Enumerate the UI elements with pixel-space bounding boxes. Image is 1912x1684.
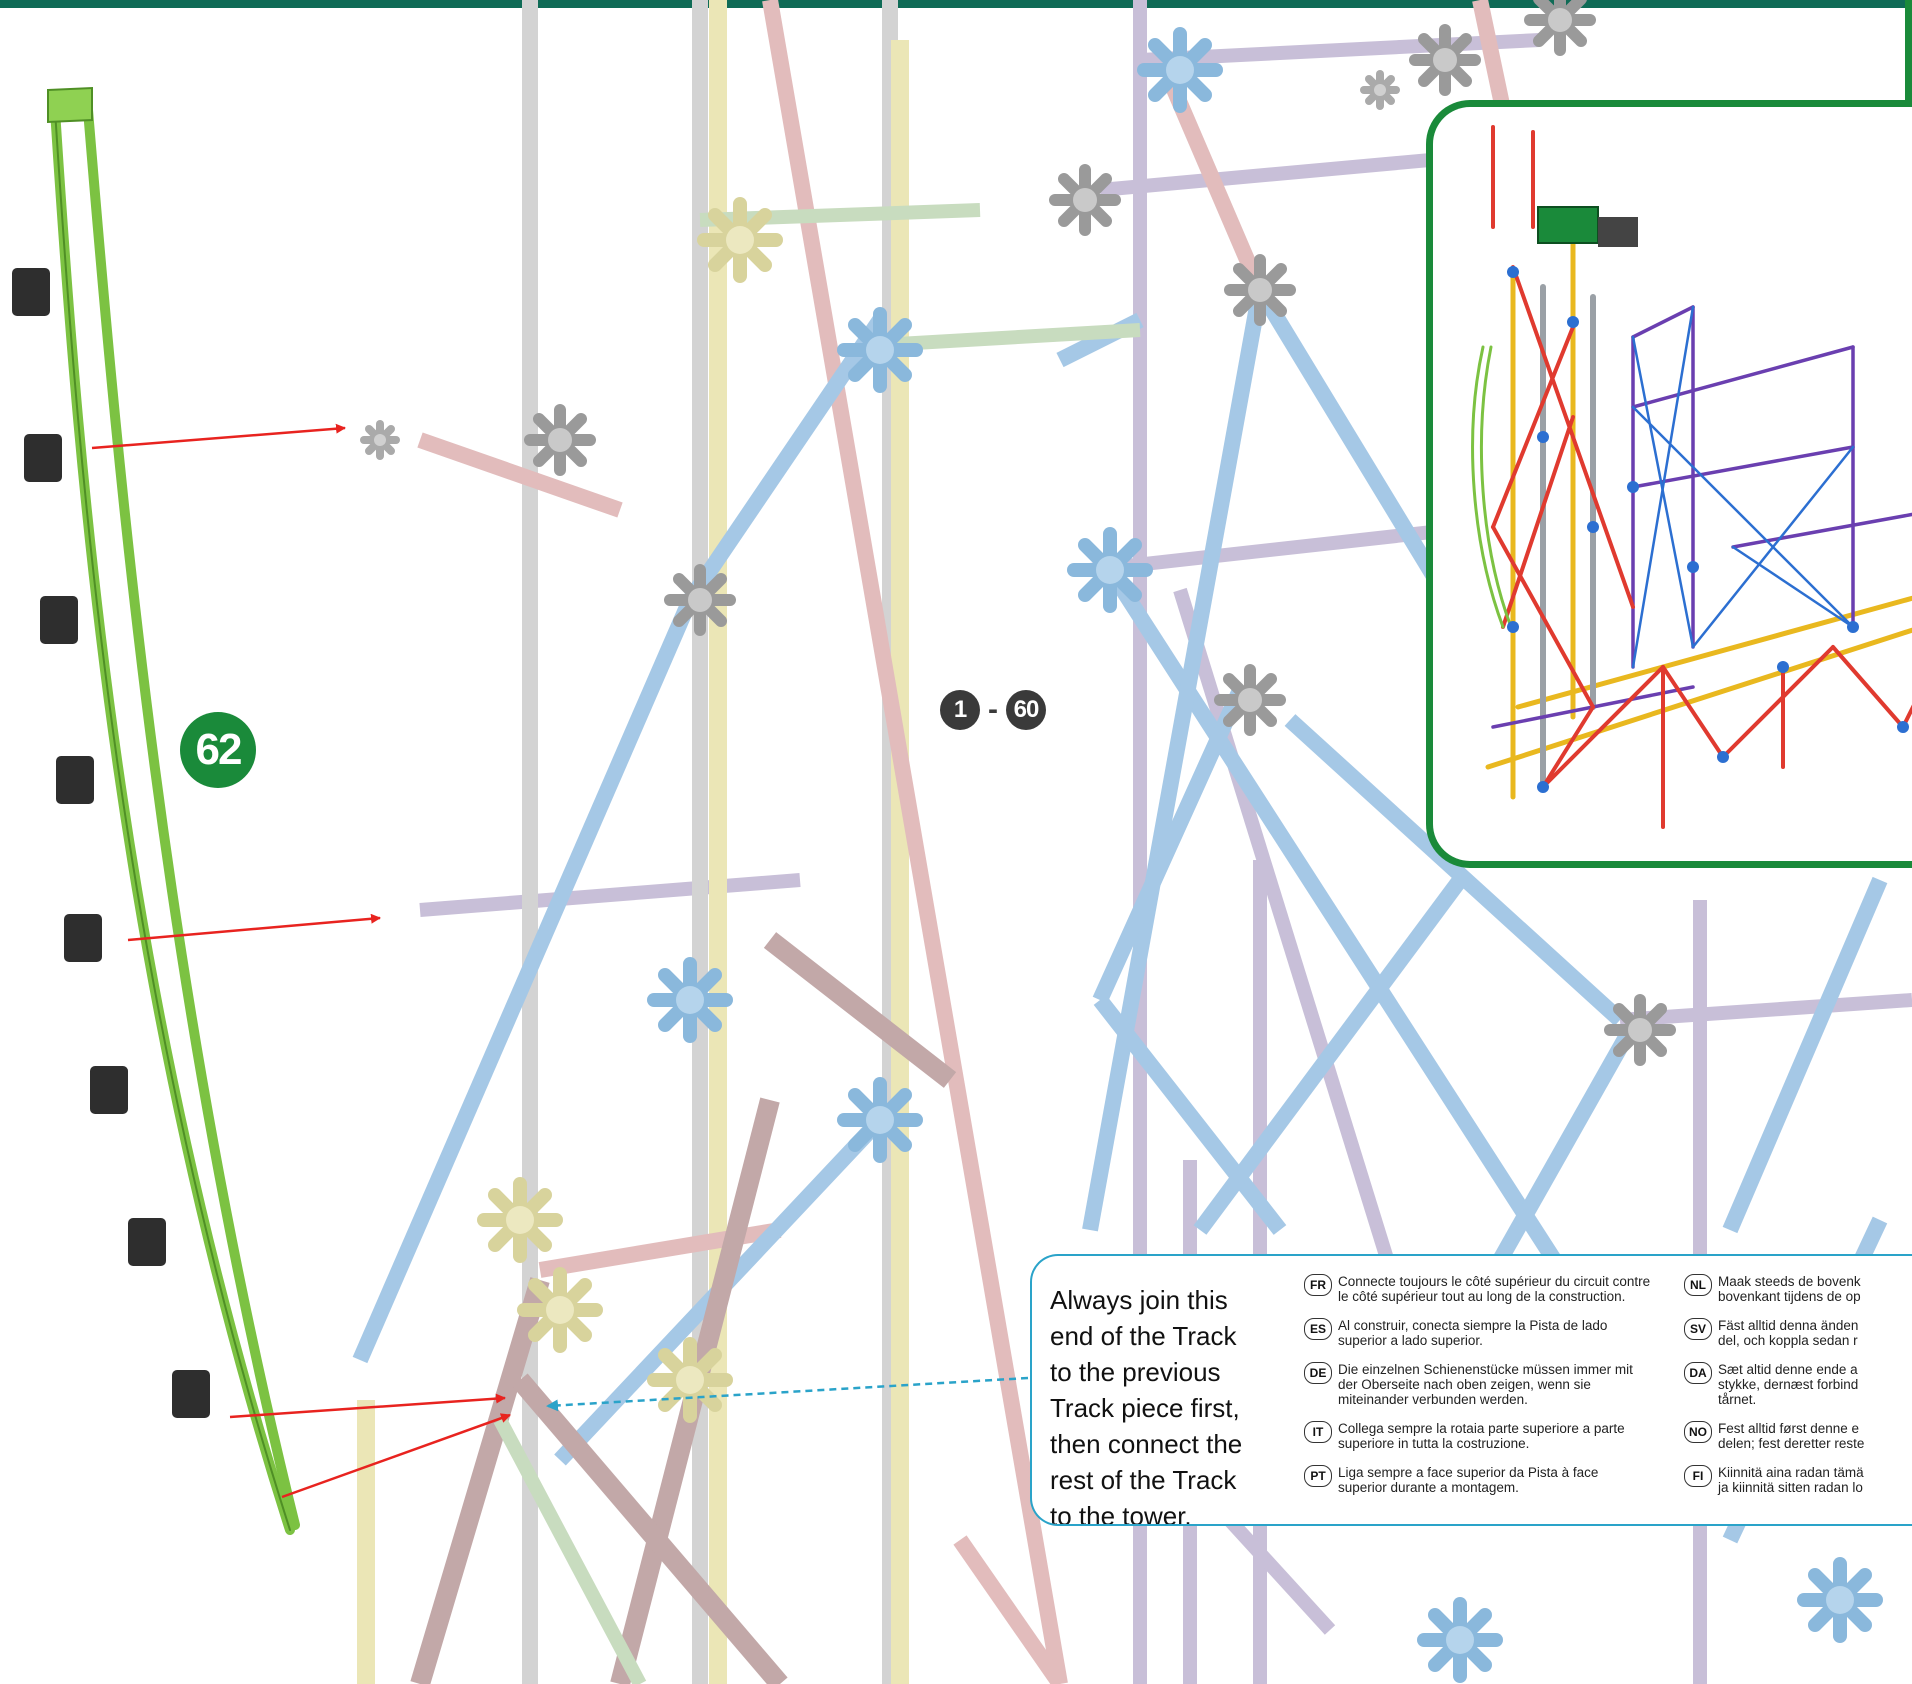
translation-sv: SV Fäst alltid denna änden del, och kopp…: [1684, 1318, 1912, 1348]
lang-code-sv: SV: [1684, 1318, 1712, 1340]
translation-no: NO Fest alltid først denne e delen; fest…: [1684, 1421, 1912, 1451]
range-start-badge: 1: [940, 690, 980, 730]
translation-text-de: Die einzelnen Schienenstücke müssen imme…: [1338, 1362, 1633, 1407]
translation-da: DA Sæt altid denne ende a stykke, dernæs…: [1684, 1362, 1912, 1407]
prior-steps-range: 1 - 60: [940, 688, 1046, 732]
instruction-callout: Always join this end of the Track to the…: [1030, 1254, 1912, 1526]
translation-text-fi: Kiinnitä aina radan tämä ja kiinnitä sit…: [1718, 1465, 1864, 1495]
translation-fi: FI Kiinnitä aina radan tämä ja kiinnitä …: [1684, 1465, 1912, 1495]
completed-model-illustration: [1471, 125, 1912, 829]
translation-de: DE Die einzelnen Schienenstücke müssen i…: [1304, 1362, 1664, 1407]
instruction-english: Always join this end of the Track to the…: [1050, 1285, 1243, 1526]
translation-text-nl: Maak steeds de bovenk bovenkant tijdens …: [1718, 1274, 1861, 1304]
translations-column-left: FR Connecte toujours le côté supérieur d…: [1304, 1274, 1664, 1509]
translation-text-sv: Fäst alltid denna änden del, och koppla …: [1718, 1318, 1859, 1348]
translation-nl: NL Maak steeds de bovenk bovenkant tijde…: [1684, 1274, 1912, 1304]
translation-fr: FR Connecte toujours le côté supérieur d…: [1304, 1274, 1664, 1304]
translation-text-da: Sæt altid denne ende a stykke, dernæst f…: [1718, 1362, 1859, 1407]
translation-text-no: Fest alltid først denne e delen; fest de…: [1718, 1421, 1865, 1451]
completed-model-inset: [1426, 100, 1912, 868]
green-track-piece: [12, 86, 300, 1535]
lang-code-fi: FI: [1684, 1465, 1712, 1487]
top-color-bar: [0, 0, 1912, 8]
lang-code-pt: PT: [1304, 1465, 1332, 1487]
step-number-badge: 62: [180, 712, 256, 788]
translation-text-it: Collega sempre la rotaia parte superiore…: [1338, 1421, 1625, 1451]
translation-it: IT Collega sempre la rotaia parte superi…: [1304, 1421, 1664, 1451]
attachment-arrows: [91, 423, 511, 1499]
lang-code-de: DE: [1304, 1362, 1332, 1384]
lang-code-fr: FR: [1304, 1274, 1332, 1296]
translation-es: ES Al construir, conecta siempre la Pist…: [1304, 1318, 1664, 1348]
lang-code-it: IT: [1304, 1421, 1332, 1443]
translation-text-es: Al construir, conecta siempre la Pista d…: [1338, 1318, 1608, 1348]
translation-pt: PT Liga sempre a face superior da Pista …: [1304, 1465, 1664, 1495]
dashed-pointer-arrow: [546, 1376, 1029, 1412]
lang-code-no: NO: [1684, 1421, 1712, 1443]
translation-text-fr: Connecte toujours le côté supérieur du c…: [1338, 1274, 1651, 1304]
range-end-badge: 60: [1006, 690, 1046, 730]
lang-code-es: ES: [1304, 1318, 1332, 1340]
lang-code-nl: NL: [1684, 1274, 1712, 1296]
translation-text-pt: Liga sempre a face superior da Pista à f…: [1338, 1465, 1599, 1495]
lang-code-da: DA: [1684, 1362, 1712, 1384]
range-separator: -: [988, 693, 998, 726]
inset-top-edge: [1905, 0, 1912, 104]
translations-column-right: NL Maak steeds de bovenk bovenkant tijde…: [1684, 1274, 1912, 1509]
